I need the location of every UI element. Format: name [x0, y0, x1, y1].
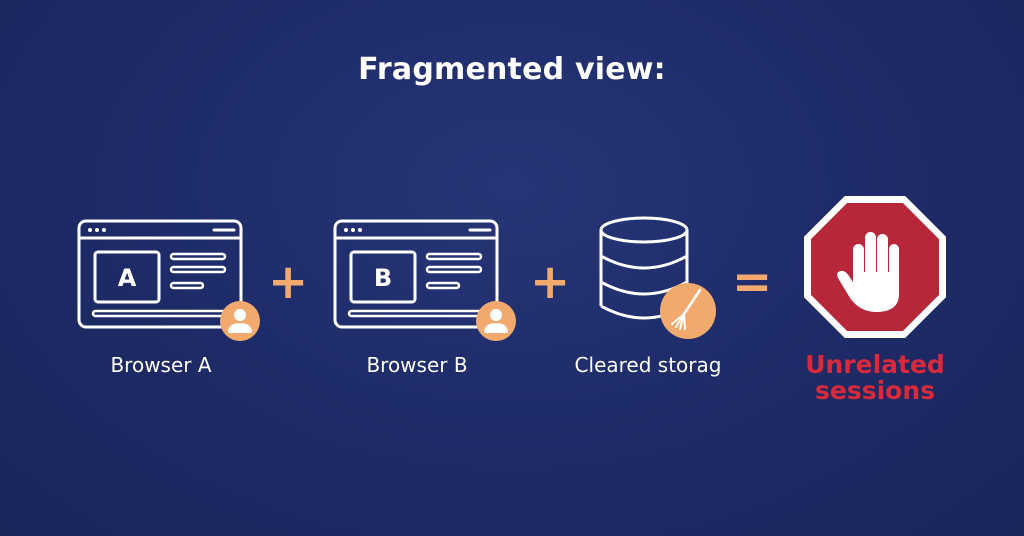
- browser-window-icon: A: [77, 219, 260, 341]
- stop-hand-icon: [804, 196, 946, 338]
- result-label: Unrelated sessions: [805, 350, 945, 405]
- page-title: Fragmented view:: [358, 52, 666, 87]
- item-label: Cleared storag: [574, 353, 722, 377]
- equals-operator: =: [732, 254, 773, 310]
- database-icon: [599, 216, 716, 339]
- plus-operator: +: [268, 254, 309, 310]
- browser-letter: A: [118, 264, 137, 292]
- browser-window-icon: B: [333, 219, 516, 341]
- item-label: Browser A: [110, 353, 212, 377]
- browser-letter: B: [374, 264, 392, 292]
- broom-icon: [660, 283, 716, 339]
- user-avatar-icon: [476, 301, 516, 341]
- user-avatar-icon: [220, 301, 260, 341]
- plus-operator: +: [530, 254, 571, 310]
- item-label: Browser B: [366, 353, 468, 377]
